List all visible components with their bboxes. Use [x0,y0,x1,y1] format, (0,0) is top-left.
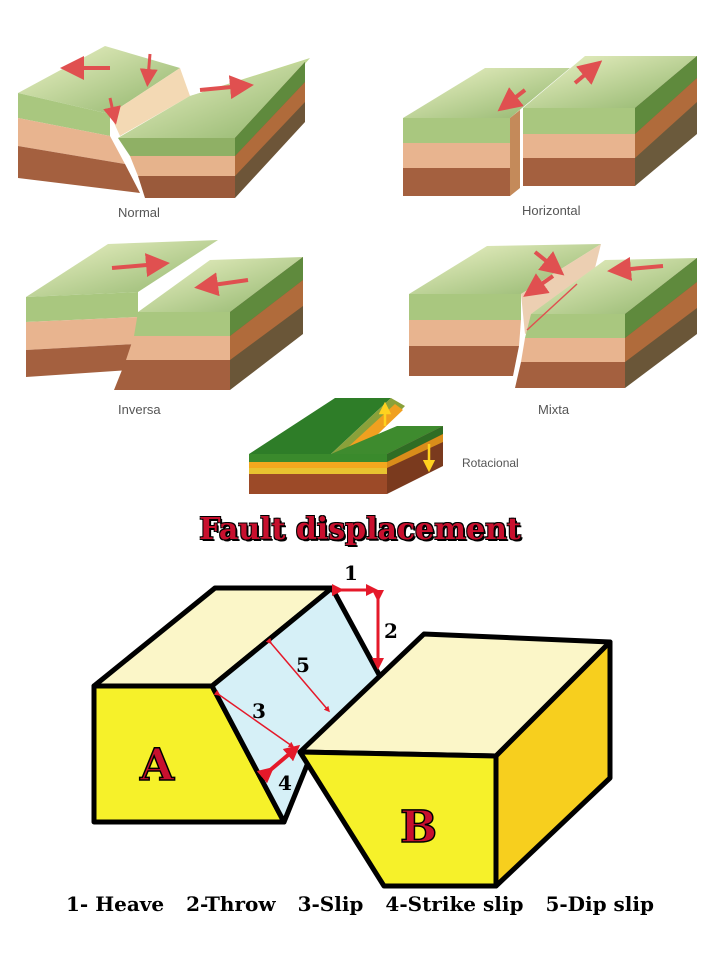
slip-arrow [213,689,295,748]
rotacional-caption: Rotacional [462,456,519,470]
horizontal-caption: Horizontal [522,203,581,218]
marker-1: 1 [344,561,358,585]
block-b-label: B [400,802,437,853]
block-a-label: A [139,740,175,791]
legend-throw: 2-Throw [186,892,276,916]
legend-dip-slip: 5-Dip slip [545,892,654,916]
normal-fault-diagram [18,46,310,198]
legend-slip: 3-Slip [297,892,364,916]
strike-slip-arrow [256,744,301,784]
marker-5: 5 [296,653,310,677]
marker-2: 2 [384,619,398,643]
normal-caption: Normal [118,205,160,220]
fault-displacement-title: Fault displacement [199,512,521,547]
fault-displacement-diagram: 1 2 5 3 4 A B [91,561,613,889]
rotacional-fault-diagram [249,398,443,494]
mixta-caption: Mixta [538,402,570,417]
displacement-legend: 1- Heave 2-Throw 3-Slip 4-Strike slip 5-… [0,892,720,916]
horizontal-fault-diagram [403,56,697,196]
dip-slip-arrow [265,637,330,713]
legend-strike-slip: 4-Strike slip [385,892,524,916]
inversa-caption: Inversa [118,402,161,417]
marker-4: 4 [278,771,292,795]
inversa-fault-diagram [26,240,303,390]
mixta-fault-diagram [409,244,697,388]
legend-heave: 1- Heave [66,892,165,916]
block-b-side [493,639,613,889]
marker-3: 3 [252,699,266,723]
block-b-front [297,749,499,889]
